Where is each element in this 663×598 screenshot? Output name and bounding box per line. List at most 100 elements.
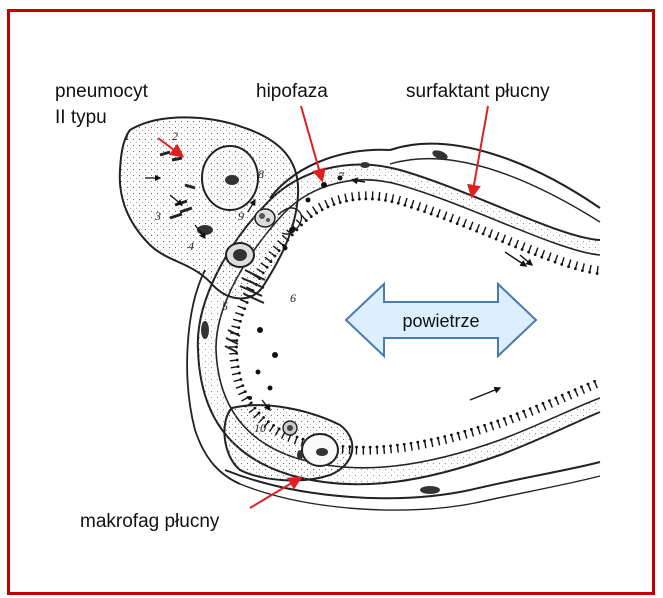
- surfactant-head: [501, 240, 504, 243]
- surfactant-tick: [590, 265, 591, 272]
- surfactant-head: [574, 388, 577, 391]
- surfactant-head: [315, 212, 318, 215]
- surfactant-head: [362, 446, 365, 449]
- surfactant-tick: [444, 212, 446, 219]
- macrophage-label: makrofag płucny: [80, 510, 219, 534]
- surfactant-head: [241, 384, 244, 387]
- surfactant-head: [529, 407, 532, 410]
- surfactant-head: [310, 215, 313, 218]
- surfactant-head: [463, 430, 466, 433]
- surfactant-head: [430, 213, 433, 216]
- surfactant-head: [410, 206, 413, 209]
- surfactant-tick: [470, 222, 473, 229]
- surfactant-head: [327, 206, 330, 209]
- surfactant-head: [596, 272, 599, 275]
- surfactant-head: [443, 217, 446, 220]
- surfactant-tick: [236, 386, 243, 388]
- alveolar-macrophage: [224, 405, 352, 480]
- surfactant-head: [436, 215, 439, 218]
- surfactant-label: surfaktant płucny: [406, 80, 550, 104]
- surfactant-tick: [555, 255, 557, 262]
- surfactant-head: [508, 243, 511, 246]
- surfactant-tick: [516, 240, 519, 246]
- surfactant-head: [396, 444, 399, 447]
- surfactant-tick: [338, 195, 340, 202]
- stage-number: 8: [258, 167, 264, 181]
- surfactant-head: [554, 397, 557, 400]
- hypophase-label: hipofaza: [256, 80, 328, 104]
- surfactant-tick: [543, 404, 546, 410]
- surfactant-head: [496, 419, 499, 422]
- surfactant-tick: [418, 443, 419, 450]
- surfactant-tick: [384, 447, 385, 454]
- stage-number: 5: [222, 299, 228, 313]
- surfactant-head: [488, 235, 491, 238]
- surfactant-head: [416, 441, 419, 444]
- surfactant-tick: [504, 419, 506, 426]
- surfactant-tick: [509, 237, 512, 243]
- surfactant-head: [470, 428, 473, 431]
- surfactant-tick: [240, 300, 246, 303]
- surfactant-head: [567, 391, 570, 394]
- surfactant-tick: [471, 430, 473, 437]
- surfactant-head: [450, 433, 453, 436]
- surfactant-head: [509, 415, 512, 418]
- surfactant-head: [483, 424, 486, 427]
- surfactant-head: [238, 372, 241, 375]
- surfactant-head: [403, 204, 406, 207]
- surfactant-tick: [307, 211, 311, 217]
- surfactant-head: [243, 307, 246, 310]
- surfactant-head: [495, 238, 498, 241]
- surfactant-tick: [397, 446, 398, 453]
- surfactant-tick: [485, 426, 487, 433]
- surfactant-tick: [597, 266, 598, 273]
- surfactant-tick: [530, 409, 533, 415]
- surfactant-tick: [511, 417, 513, 424]
- surfactant-head: [321, 208, 324, 211]
- surfactant-tick: [556, 398, 559, 404]
- surfactant-head: [574, 267, 577, 270]
- surfactant-head: [560, 263, 563, 266]
- surfactant-head: [291, 234, 294, 237]
- surfactant-tick: [313, 207, 317, 213]
- surfactant-head: [364, 197, 367, 200]
- surfactant-head: [522, 410, 525, 413]
- surfactant-head: [244, 390, 247, 393]
- surfactant-tick: [431, 207, 433, 214]
- surfactant-tick: [391, 446, 392, 453]
- surfactant-tick: [595, 382, 598, 388]
- surfactant-head: [382, 445, 385, 448]
- surfactant-head: [410, 442, 413, 445]
- stage-number: 2: [172, 129, 178, 143]
- surfactant-tick: [529, 245, 532, 252]
- surfactant-head: [542, 402, 545, 405]
- surfactant-head: [236, 359, 239, 362]
- surfactant-head: [300, 224, 303, 227]
- surfactant-tick: [231, 367, 238, 368]
- surfactant-tick: [230, 360, 237, 361]
- surfactant-head: [239, 320, 242, 323]
- surfactant-tick: [550, 401, 553, 407]
- stage-number: 4: [188, 239, 194, 253]
- stage-number: 9: [238, 209, 244, 223]
- surfactant-head: [355, 446, 358, 449]
- pneumocyte-label-line1: pneumocyt: [55, 80, 148, 104]
- surfactant-head: [305, 219, 308, 222]
- surfactant-head: [449, 220, 452, 223]
- surfactant-head: [443, 435, 446, 438]
- surfactant-tick: [325, 200, 328, 206]
- macrophage-pointer: [250, 478, 300, 508]
- surfactant-head: [490, 422, 493, 425]
- surfactant-tick: [575, 390, 578, 396]
- surfactant-tick: [231, 326, 238, 327]
- surfactant-tick: [234, 380, 241, 382]
- stage-number: 6: [290, 291, 296, 305]
- surfactant-head: [588, 271, 591, 274]
- surfactant-head: [561, 394, 564, 397]
- surfactant-head: [540, 256, 543, 259]
- surfactant-tick: [238, 392, 244, 395]
- surfactant-head: [547, 258, 550, 261]
- surfactant-head: [371, 198, 374, 201]
- surfactant-head: [527, 251, 530, 254]
- surfactant-head: [423, 210, 426, 213]
